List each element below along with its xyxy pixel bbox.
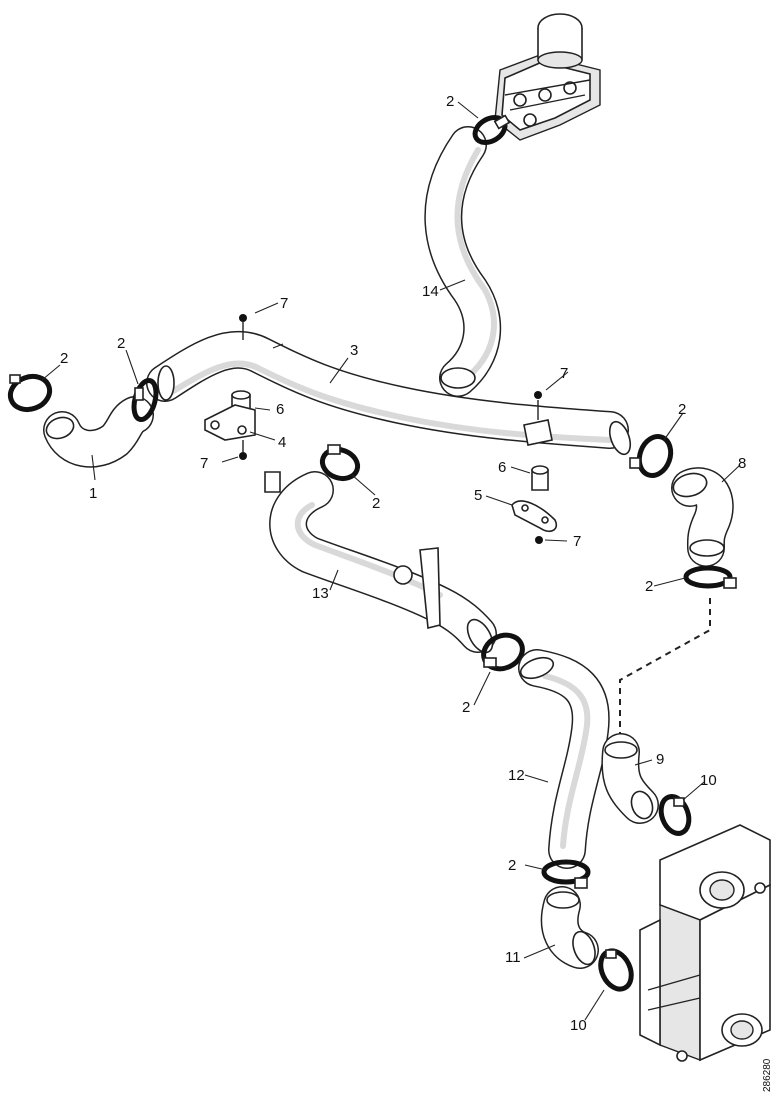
hose-1 (43, 396, 154, 468)
hose-3 (146, 330, 632, 456)
callout-4: 4 (278, 434, 286, 451)
clamp-2-hose-13-end (481, 632, 525, 672)
callout-7: 7 (560, 365, 568, 382)
callout-2: 2 (446, 93, 454, 110)
callout-7: 7 (280, 295, 288, 312)
callout-11: 11 (505, 949, 521, 966)
clamp-2-turbo (472, 114, 511, 145)
callout-9: 9 (656, 751, 664, 768)
clamp-2-right (629, 434, 674, 478)
figure-code: 286280 (762, 1058, 773, 1092)
callout-7: 7 (200, 455, 208, 472)
bracket-4-assembly (204, 314, 256, 460)
callout-8: 8 (738, 455, 746, 472)
callout-14: 14 (422, 283, 439, 300)
callout-7: 7 (573, 533, 581, 550)
clamp-2-under-8 (683, 565, 737, 589)
callout-labels: 1 2 2 3 7 6 4 7 14 2 7 6 5 7 2 8 2 2 13 … (60, 93, 746, 1034)
callout-12: 12 (508, 767, 525, 784)
hose-14 (424, 126, 502, 397)
intercooler (639, 824, 771, 1062)
clamp-2-joint-left (131, 378, 159, 422)
pipe-9 (601, 733, 659, 824)
clamp-10-lower (598, 948, 634, 992)
leader-lines (41, 101, 741, 1021)
hose-13 (264, 471, 497, 654)
hose-8 (671, 467, 734, 567)
clamp-2-left (7, 373, 53, 413)
clamp-2-under-12 (541, 859, 591, 889)
callout-2: 2 (372, 495, 380, 512)
callout-13: 13 (312, 585, 329, 602)
callout-3: 3 (350, 342, 358, 359)
callout-2: 2 (60, 350, 68, 367)
bracket-5-assembly (511, 391, 558, 544)
callout-10: 10 (570, 1017, 587, 1034)
callout-1: 1 (89, 485, 97, 502)
callout-2: 2 (508, 857, 516, 874)
routing-line (619, 598, 711, 735)
callout-6: 6 (276, 401, 284, 418)
pipe-11 (540, 886, 599, 969)
hose-12 (518, 649, 610, 869)
callout-5: 5 (474, 487, 482, 504)
callout-2: 2 (645, 578, 653, 595)
callout-10: 10 (700, 772, 717, 789)
callout-6: 6 (498, 459, 506, 476)
callout-2: 2 (117, 335, 125, 352)
turbo-housing (494, 13, 601, 141)
callout-2: 2 (462, 699, 470, 716)
clamp-2-hose-13-top (319, 444, 361, 482)
clamp-10-upper (658, 794, 692, 836)
callout-2: 2 (678, 401, 686, 418)
